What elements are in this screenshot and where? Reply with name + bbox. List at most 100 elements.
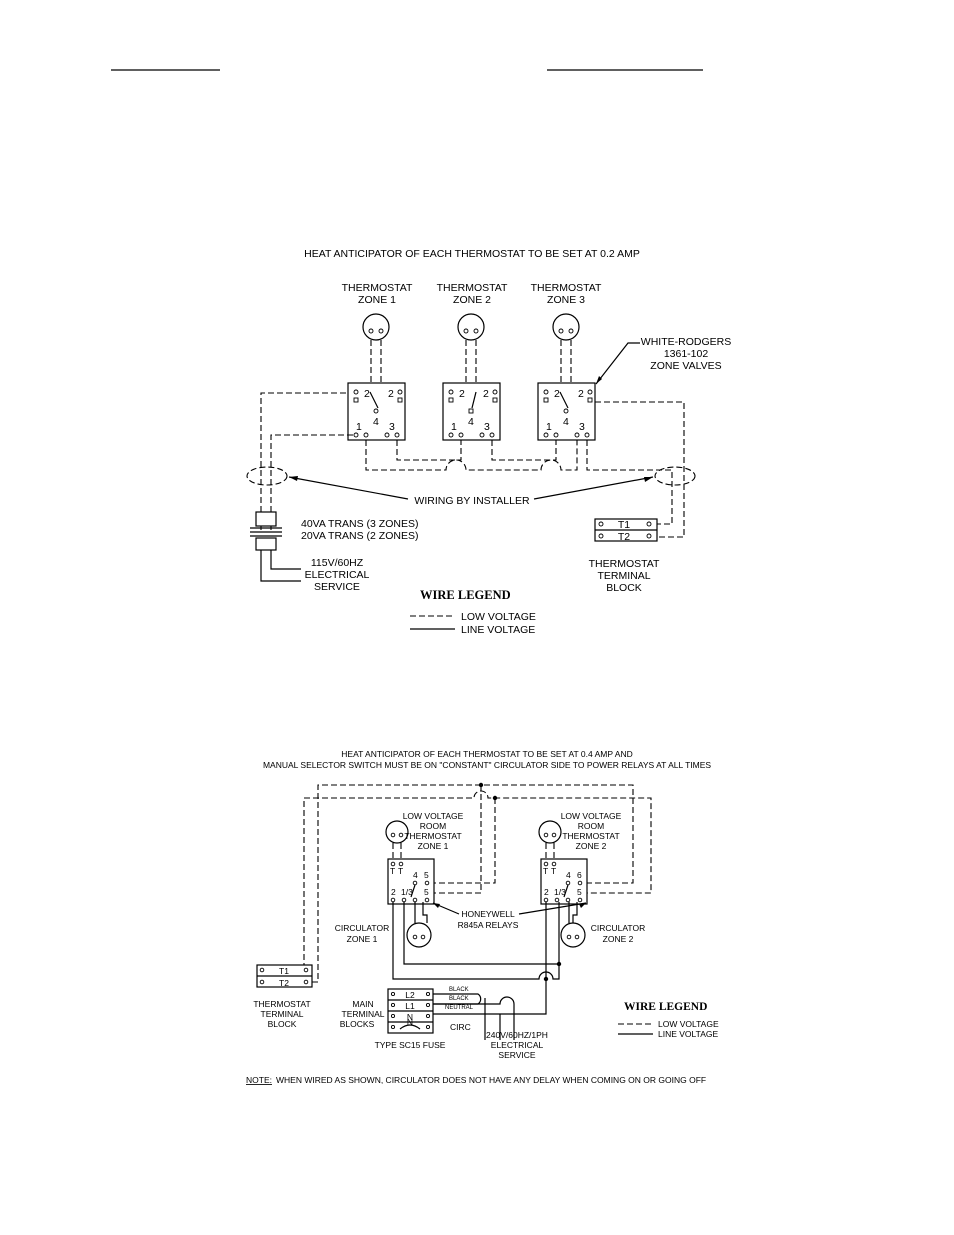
diagram2-note-1: HEAT ANTICIPATOR OF EACH THERMOSTAT TO B… [341,749,632,759]
thermostat-zone3-label-2: ZONE 3 [547,294,585,306]
main-blocks-label-2: TERMINAL [342,1009,385,1019]
service2-label-2: ELECTRICAL [491,1040,544,1050]
svg-text:T: T [551,866,556,876]
main-blocks-label-1: MAIN [352,999,373,1009]
relays-label-1: HONEYWELL [461,909,515,919]
terminal-block-label-1: THERMOSTAT [589,558,660,570]
thermostat-zone2-label-2: ZONE 2 [453,294,491,306]
service2-label-1: 240V/60HZ/1PH [486,1030,548,1040]
svg-text:3: 3 [484,421,490,433]
legend-line-voltage-label: LINE VOLTAGE [461,624,535,636]
svg-text:N: N [407,1017,413,1027]
circulator2-label-2: ZONE 2 [603,934,634,944]
room-thermostat2-label-2: ROOM [578,821,604,831]
thermostat-terminal-block-2: T1 T2 [256,964,313,988]
zone-valves-label-1: WHITE-RODGERS [641,336,731,348]
svg-text:2: 2 [391,887,396,897]
service-label-3: SERVICE [314,581,360,593]
footnote-text: WHEN WIRED AS SHOWN, CIRCULATOR DOES NOT… [276,1075,706,1085]
terminal-block2-label-3: BLOCK [268,1019,297,1029]
svg-text:4: 4 [468,416,474,428]
wire-tag-black-2: BLACK [449,996,469,1002]
svg-text:6: 6 [577,870,582,880]
thermostat-zone1-symbol [362,313,390,341]
svg-text:2: 2 [388,388,394,400]
thermostat-zone2-label-1: THERMOSTAT [437,282,508,294]
svg-text:2: 2 [459,388,465,400]
svg-text:1: 1 [546,421,552,433]
thermostat-zone3-label-1: THERMOSTAT [531,282,602,294]
circulator2-label-1: CIRCULATOR [591,923,645,933]
fuse-label: TYPE SC15 FUSE [375,1040,446,1050]
svg-text:T: T [543,866,548,876]
transformer-label-2: 20VA TRANS (2 ZONES) [301,530,418,542]
svg-text:3: 3 [389,421,395,433]
svg-text:2: 2 [364,388,370,400]
terminal-block-label-3: BLOCK [606,582,642,594]
svg-text:T2: T2 [618,531,630,543]
thermostat-terminal-block-1: T1 T2 [594,518,658,543]
svg-text:4: 4 [563,416,569,428]
svg-text:N: N [407,1012,413,1022]
service2-label-3: SERVICE [498,1050,535,1060]
legend2-line-voltage-label: LINE VOLTAGE [658,1029,718,1039]
thermostat-zone3-symbol [552,313,580,341]
diagram-zone-valves: HEAT ANTICIPATOR OF EACH THERMOSTAT TO B… [246,248,731,636]
diagram1-note: HEAT ANTICIPATOR OF EACH THERMOSTAT TO B… [304,248,640,260]
svg-text:5: 5 [577,887,582,897]
transformer-symbol [250,511,282,551]
relay-zone1: T T 4 5 2 1/3 5 [387,858,435,905]
wire-legend-title-1: WIRE LEGEND [420,588,511,602]
circulator-zone1 [406,922,432,948]
zone-valves-label-3: ZONE VALVES [650,360,721,372]
footnote-label: NOTE: [246,1075,272,1085]
svg-text:3: 3 [579,421,585,433]
svg-text:1/3: 1/3 [401,887,413,897]
circulator-zone2 [560,922,586,948]
legend2-low-voltage-label: LOW VOLTAGE [658,1019,719,1029]
wire-tag-neutral: NEUTRAL [445,1005,474,1011]
diagram2-note-2: MANUAL SELECTOR SWITCH MUST BE ON "CONST… [263,760,711,770]
room-thermostat2-label-4: ZONE 2 [576,841,607,851]
room-thermostat2-label-3: THERMOSTAT [562,831,619,841]
transformer-label-1: 40VA TRANS (3 ZONES) [301,518,418,530]
svg-text:T2: T2 [279,978,289,988]
zone-valve-1: 2 2 4 1 3 [347,382,406,441]
svg-text:1: 1 [451,421,457,433]
thermostat-zone1-label-2: ZONE 1 [358,294,396,306]
svg-text:2: 2 [483,388,489,400]
room-thermostat1-label-3: THERMOSTAT [404,831,461,841]
terminal-block2-label-1: THERMOSTAT [253,999,310,1009]
legend-low-voltage-label: LOW VOLTAGE [461,611,536,623]
diagram-relays: HEAT ANTICIPATOR OF EACH THERMOSTAT TO B… [246,749,719,1085]
svg-text:4: 4 [373,416,379,428]
main-blocks-label-3: BLOCKS [340,1019,375,1029]
svg-text:2: 2 [544,887,549,897]
svg-text:5: 5 [424,887,429,897]
service-label-1: 115V/60HZ [311,557,364,569]
room-thermostat-zone2 [538,820,562,844]
wire-bundle-left [246,466,288,486]
wire-bundle-right [654,466,696,486]
service-label-2: ELECTRICAL [305,569,370,581]
zone-valves-label-2: 1361-102 [664,348,709,360]
svg-text:1/3: 1/3 [554,887,566,897]
zone-valve-2: 2 2 4 1 3 [442,382,501,441]
wire-legend-title-2: WIRE LEGEND [624,1001,707,1013]
relay-zone2: T T 4 6 2 1/3 5 [540,858,588,905]
svg-text:4: 4 [566,870,571,880]
svg-text:L1: L1 [405,1001,415,1011]
room-thermostat1-label-4: ZONE 1 [418,841,449,851]
room-thermostat1-label-1: LOW VOLTAGE [403,811,464,821]
svg-text:2: 2 [578,388,584,400]
wiring-by-installer-label: WIRING BY INSTALLER [414,495,530,507]
wire-tag-black-1: BLACK [449,987,469,993]
zone-valve-3: 2 2 4 1 3 [537,382,596,441]
room-thermostat-zone1 [385,820,409,844]
main-terminal-blocks: L2 L1 N N [387,988,434,1034]
terminal-block2-label-2: TERMINAL [261,1009,304,1019]
svg-text:T: T [398,866,403,876]
thermostat-zone1-label-1: THERMOSTAT [342,282,413,294]
thermostat-zone2-symbol [457,313,485,341]
